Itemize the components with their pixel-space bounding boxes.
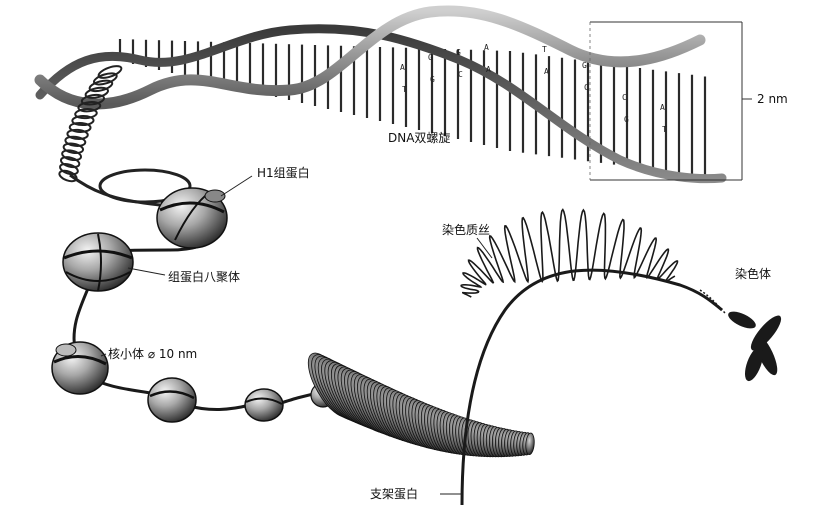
dna-coil-turn (61, 149, 83, 162)
label-h1-histone: H1组蛋白 (257, 166, 310, 180)
label-scaffold-protein: 支架蛋白 (370, 487, 419, 501)
chromatin-loops (460, 208, 679, 298)
dna-coil-turn (88, 79, 114, 93)
dna-supercoil-loop (69, 168, 192, 207)
label-leader-lines (100, 175, 493, 495)
dna-double-helix: A T G G G C A A T A G C C G A T (34, 5, 752, 184)
base-letter-bottom: C (584, 83, 589, 92)
dna-coil-turn (66, 128, 89, 140)
base-letter-top: A (660, 103, 665, 112)
linker-dna (72, 213, 327, 412)
scaffold-protein-line (460, 268, 723, 506)
label-chromatin-fiber: 染色质丝 (442, 223, 491, 237)
nucleosome-bead-4 (147, 377, 197, 423)
base-letter-bottom: T (662, 125, 667, 134)
dna-coil-turn (97, 65, 123, 79)
solenoid-disc (525, 432, 535, 456)
base-letter-top: C (622, 93, 627, 102)
nucleosome-bead-5 (244, 388, 284, 422)
dna-coil-turn (62, 142, 85, 154)
solenoid-fiber (307, 352, 535, 458)
label-histone-octamer: 组蛋白八聚体 (168, 270, 241, 284)
base-letter-bottom: A (486, 65, 491, 74)
dna-coil-turn (68, 121, 92, 133)
width-bracket (589, 21, 752, 181)
nucleosome-bead-h1 (156, 187, 228, 249)
dna-coil-turn (92, 72, 118, 86)
label-nucleosome: 核小体 ⌀ 10 nm (108, 347, 198, 361)
dna-coil-turn (84, 86, 109, 99)
base-letter-bottom: G (430, 75, 435, 84)
chromosome-x-icon (728, 311, 782, 382)
helix-strand-front (34, 5, 706, 110)
base-letter-bottom: C (458, 70, 463, 79)
base-letter-top: T (542, 45, 547, 54)
dna-coil-turn (58, 169, 78, 183)
base-letter-top: A (484, 43, 489, 52)
helix-strand-back (35, 24, 727, 184)
helix-base-letters: A T G G G C A A T A G C C G A T (400, 43, 667, 134)
base-letter-bottom: A (544, 67, 549, 76)
chromosome-connector (699, 289, 727, 315)
dna-coil-turn (74, 108, 98, 120)
dna-coil-turn (71, 115, 95, 127)
dna-coil-turn (59, 162, 79, 176)
nucleosome-bead-octamer (62, 232, 134, 292)
dna-coil-turn (64, 135, 87, 147)
label-2nm: 2 nm (757, 92, 788, 106)
chromatin-loop-strand (460, 208, 679, 298)
nucleosome-beads (51, 187, 336, 423)
nucleosome-bead-3 (51, 341, 109, 395)
base-letter-top: G (582, 61, 587, 70)
base-letter-top: G (428, 53, 433, 62)
dna-coil-turn (59, 156, 81, 169)
dna-coil (58, 65, 123, 183)
base-letter-bottom: G (624, 115, 629, 124)
dna-coil-turn (80, 93, 106, 106)
dna-coil-turn (77, 101, 102, 113)
base-letter-top: A (400, 63, 405, 72)
base-letter-top: G (456, 48, 461, 57)
base-letter-bottom: T (402, 85, 407, 94)
label-dna-double-helix: DNA双螺旋 (388, 131, 451, 145)
label-chromosome: 染色体 (735, 267, 772, 281)
